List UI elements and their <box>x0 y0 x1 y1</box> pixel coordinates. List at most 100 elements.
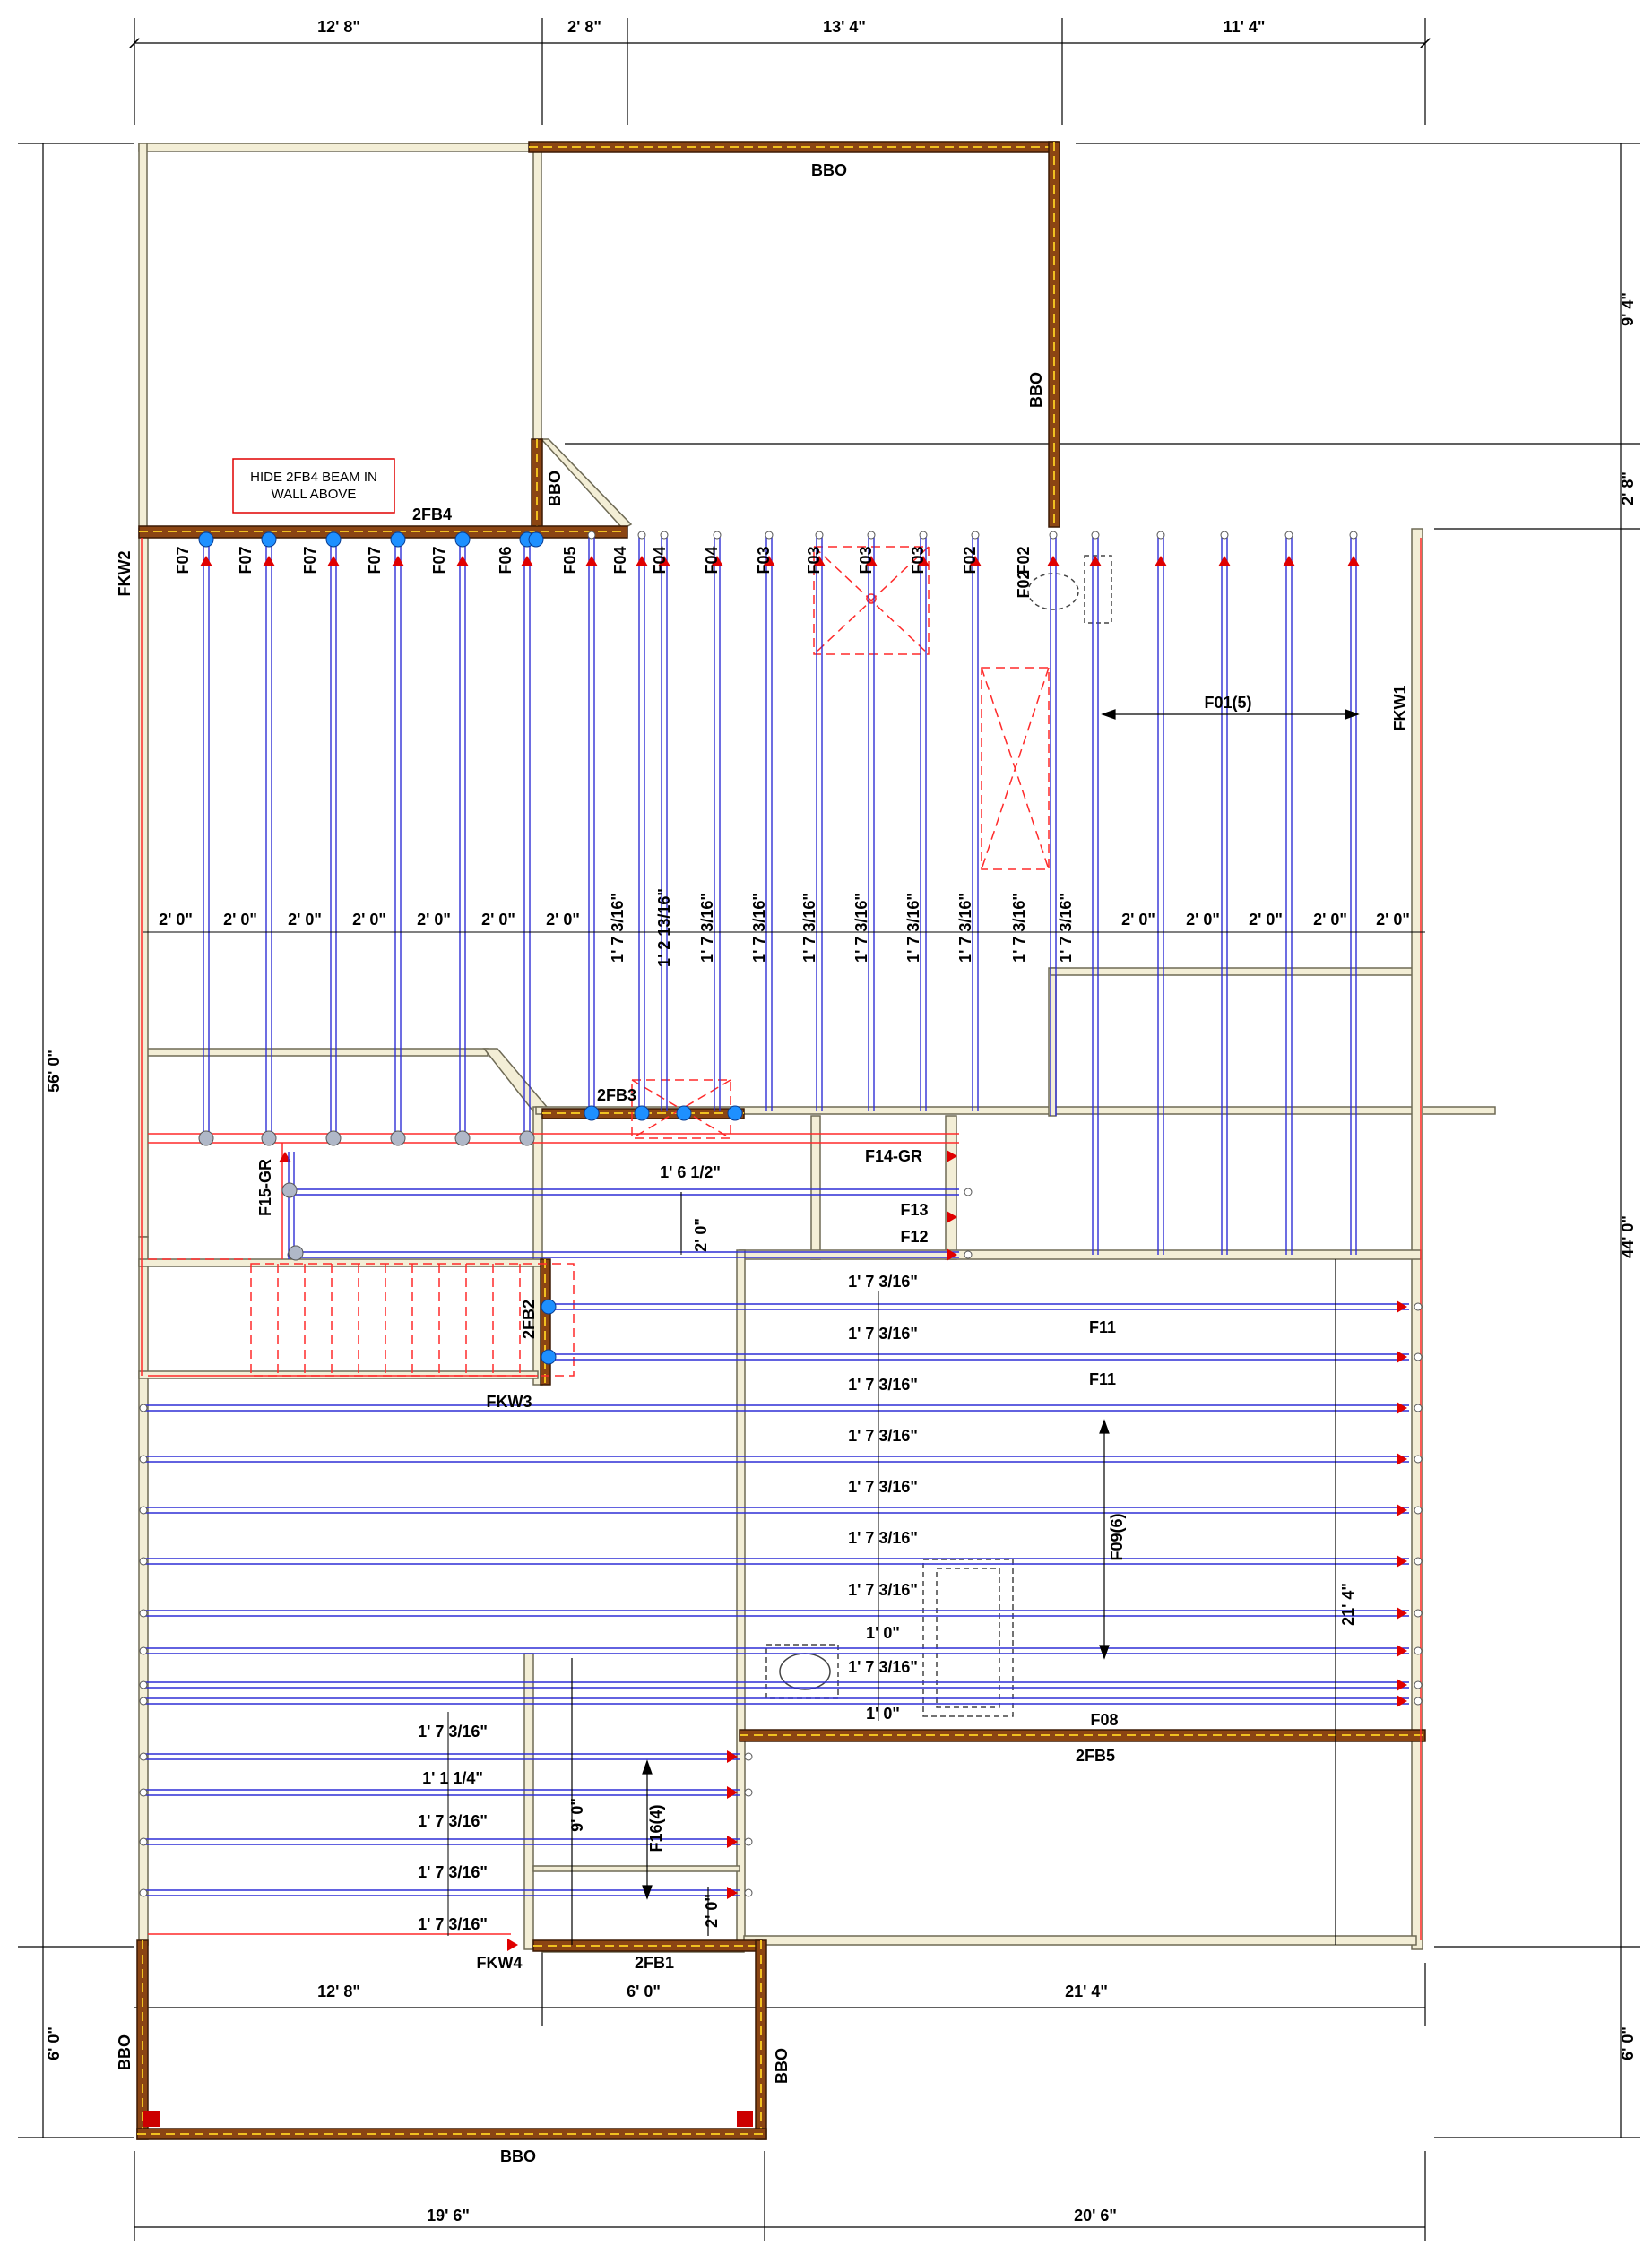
labels: BBO BBO BBO 2FB4 FKW2 FKW1 F01(5) 2FB3 F… <box>116 161 1409 2165</box>
bearing-arrow <box>521 556 533 566</box>
dimension-lines <box>18 18 1640 2241</box>
bearing-arrow <box>1047 556 1060 566</box>
red-framing <box>141 538 1422 1940</box>
label-2-0-mid: 2' 0" <box>692 1218 710 1252</box>
lower-joist-end <box>139 1680 148 1689</box>
spacing-label: 1' 0" <box>866 1705 900 1723</box>
dim-porch-2: 6' 0" <box>627 1983 661 2000</box>
label-bbo-right: BBO <box>1027 372 1045 408</box>
joist-label: F03 <box>805 546 823 574</box>
hanger-dot <box>528 531 544 548</box>
group-arrows <box>571 709 1360 1945</box>
spacing-label: 2' 0" <box>159 911 193 929</box>
hanger-dot <box>634 1105 650 1121</box>
spacing-label: 1' 1 1/4" <box>422 1769 483 1787</box>
bearing-arrow <box>263 556 275 566</box>
lower-joist-end <box>139 1557 148 1566</box>
bottom-joist-end2 <box>744 1888 753 1897</box>
spacing-label: 2' 0" <box>352 911 386 929</box>
spacing-label: 1' 7 3/16" <box>800 893 818 963</box>
joist-label: F03 <box>755 546 773 574</box>
bearing-arrow <box>1347 556 1360 566</box>
spacing-label: 2' 0" <box>1313 911 1347 929</box>
label-2fb3: 2FB3 <box>597 1086 636 1104</box>
lower-joist-end2 <box>1414 1609 1423 1618</box>
spacing-label: 1' 7 3/16" <box>848 1529 918 1547</box>
bearing-arrow <box>727 1836 738 1848</box>
spacing-label: 1' 7 3/16" <box>904 893 922 963</box>
bearing-arrow <box>392 556 404 566</box>
bearing-arrow <box>1218 556 1231 566</box>
spacing-label: 1' 7 3/16" <box>848 1658 918 1676</box>
spacing-label: 1' 7 3/16" <box>1010 893 1028 963</box>
joist-label: F07 <box>237 546 255 574</box>
spacing-label: 1' 7 3/16" <box>848 1581 918 1599</box>
lower-joist-end <box>139 1506 148 1515</box>
lower-joist-end2 <box>1414 1557 1423 1566</box>
spacing-label: 1' 7 3/16" <box>848 1376 918 1394</box>
bearing-arrow <box>658 556 670 566</box>
joist-label: F07 <box>430 546 448 574</box>
bottom-joist-end <box>139 1888 148 1897</box>
upper-joist-end <box>919 531 928 540</box>
upper-joist-end <box>713 531 722 540</box>
label-fkw3: FKW3 <box>487 1393 532 1411</box>
label-1-6-half: 1' 6 1/2" <box>660 1163 721 1181</box>
hanger-dot <box>454 531 471 548</box>
dim-porch-3: 21' 4" <box>1065 1983 1108 2000</box>
f15-arrow <box>279 1152 291 1162</box>
hanger-dot <box>584 1105 600 1121</box>
upper-joist-end <box>1220 531 1229 540</box>
bearing-arrow <box>200 556 212 566</box>
bearing-arrow <box>1397 1300 1407 1313</box>
spacing-label: 1' 7 3/16" <box>848 1273 918 1291</box>
lower-joist-end2 <box>1414 1680 1423 1689</box>
label-f13: F13 <box>900 1201 928 1219</box>
beam-2fb2 <box>540 1258 551 1386</box>
dim-right-2: 2' 8" <box>1619 471 1637 505</box>
lower-joists: 1' 7 3/16" 1' 7 3/16" 1' 7 3/16" 1' 7 3/16"… <box>139 1273 1423 1723</box>
upper-joist-end <box>587 531 596 540</box>
dim-right-3: 44' 0" <box>1619 1215 1637 1258</box>
bearing-arrow <box>865 556 878 566</box>
joist-label: F05 <box>561 546 579 574</box>
label-f15-gr: F15-GR <box>256 1159 274 1216</box>
label-f08: F08 <box>1090 1711 1118 1729</box>
label-bbo-top: BBO <box>811 161 847 179</box>
note-line-1: HIDE 2FB4 BEAM IN <box>250 470 377 485</box>
lower-joist-end <box>139 1609 148 1618</box>
hanger-dot <box>727 1105 743 1121</box>
beams <box>136 141 1426 2140</box>
joist-label: F07 <box>366 546 384 574</box>
f12-arrow <box>947 1248 957 1261</box>
bearing-arrow <box>585 556 598 566</box>
label-f11-b: F11 <box>1089 1370 1116 1388</box>
joist-label: F06 <box>497 546 515 574</box>
dim-porch-1: 12' 8" <box>317 1983 360 2000</box>
hanger-dot <box>390 531 406 548</box>
bottom-joist-end <box>139 1752 148 1761</box>
stair-area-joists <box>279 1150 973 1261</box>
lower-joist-end <box>139 1697 148 1706</box>
bearing-arrow <box>1397 1453 1407 1465</box>
dim-bottom-2: 20' 6" <box>1074 2207 1117 2224</box>
upper-joist-end <box>1284 531 1293 540</box>
label-fkw1: FKW1 <box>1391 686 1409 731</box>
spacing-label: 2' 0" <box>1121 911 1155 929</box>
upper-joist-end <box>660 531 669 540</box>
spacing-label: 2' 0" <box>223 911 257 929</box>
lower-joist-end2 <box>1414 1455 1423 1464</box>
label-f14-gr: F14-GR <box>865 1147 922 1165</box>
bbo-beam-top <box>528 141 1060 530</box>
bearing-arrow <box>1397 1504 1407 1516</box>
joist-label: F04 <box>703 546 721 574</box>
note-box: HIDE 2FB4 BEAM IN WALL ABOVE <box>232 458 395 514</box>
label-f09-group: F09(6) <box>1108 1513 1126 1560</box>
hanger-dot <box>325 531 342 548</box>
hanger-dot <box>198 531 214 548</box>
label-2fb5: 2FB5 <box>1076 1747 1115 1765</box>
beam-2fb4 <box>138 525 628 539</box>
spacing-label: 1' 7 3/16" <box>418 1915 488 1933</box>
bearing-arrow <box>1397 1679 1407 1691</box>
